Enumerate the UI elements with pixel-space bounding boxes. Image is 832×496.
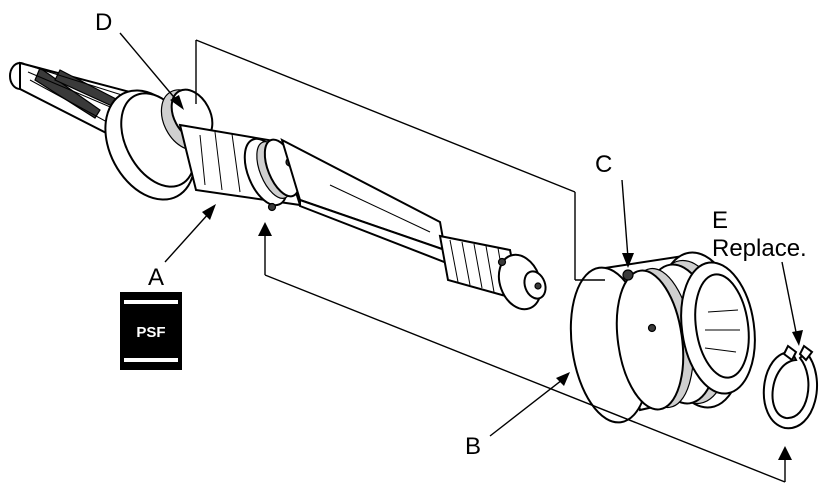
label-c: C (595, 151, 612, 178)
label-a: A (148, 264, 164, 291)
label-e: E (712, 207, 728, 234)
callout-b-leader (489, 372, 570, 437)
callout-a-leader (164, 204, 216, 263)
shaft-arrow (258, 222, 272, 236)
shaft-body (178, 123, 454, 267)
callout-d-leader (119, 32, 184, 110)
snap-ring-arrow (778, 446, 792, 460)
callout-c-leader (621, 179, 634, 268)
shaft-collar (104, 88, 214, 201)
shaft-spline-end (438, 234, 547, 311)
assembly-guide-lines (195, 39, 786, 483)
label-b: B (465, 433, 481, 460)
label-e-note: Replace. (712, 235, 807, 262)
sleeve-piston (569, 251, 756, 424)
pinion-shaft (9, 61, 547, 311)
snap-ring (762, 344, 818, 430)
psf-badge-text: PSF (136, 324, 165, 341)
label-d: D (95, 9, 112, 36)
callout-e-leader (781, 261, 803, 346)
fluid-container-icon: PSF (120, 292, 182, 370)
